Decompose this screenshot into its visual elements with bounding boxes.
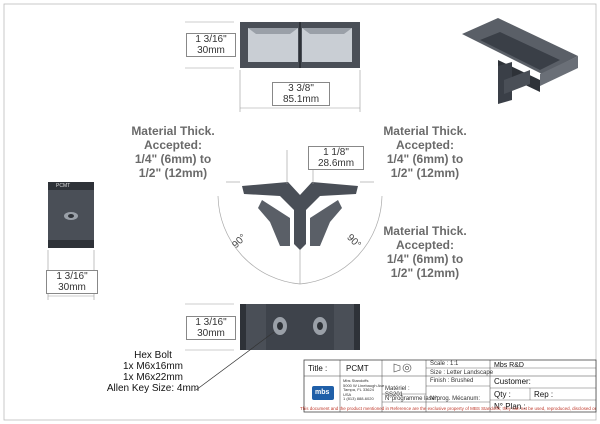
left-height-imperial: 1 3/16" bbox=[56, 271, 88, 282]
title-block bbox=[303, 359, 597, 413]
bottom-view bbox=[185, 303, 360, 391]
hardware-line4: Allen Key Size: 4mm bbox=[106, 383, 200, 394]
material-left-line3: 1/4" (6mm) to bbox=[134, 152, 212, 166]
mbs-logo-mark bbox=[312, 386, 334, 400]
bottom-height-dimension: 1 3/16" 30mm bbox=[186, 316, 236, 340]
material-rb-line2: Accepted: bbox=[395, 238, 454, 252]
top-height-imperial: 1 3/16" bbox=[195, 34, 227, 45]
material-rb-line1: Material Thick. bbox=[383, 224, 467, 238]
isometric-view bbox=[462, 18, 578, 104]
gap-dimension: 1 1/8" 28.6mm bbox=[308, 146, 364, 170]
top-width-dimension: 3 3/8" 85.1mm bbox=[272, 82, 330, 106]
bottom-height-imperial: 1 3/16" bbox=[195, 317, 227, 328]
material-rt-line4: 1/2" (12mm) bbox=[390, 166, 460, 180]
material-left-line1: Material Thick. bbox=[131, 124, 215, 138]
laser-program-label: N°programme laser: bbox=[385, 396, 439, 402]
hardware-note: Hex Bolt 1x M6x16mm 1x M6x22mm Allen Key… bbox=[98, 350, 208, 394]
top-height-metric: 30mm bbox=[197, 45, 225, 56]
material-value: SS201 bbox=[385, 392, 404, 398]
mbs-logo-text: mbs bbox=[315, 389, 330, 396]
title-value: PCMT bbox=[346, 364, 369, 373]
material-rt-line3: 1/4" (6mm) to bbox=[386, 152, 464, 166]
confidentiality-note: This document and the product mentioned … bbox=[300, 406, 596, 411]
top-width-metric: 85.1mm bbox=[282, 94, 320, 105]
projection-symbol-icon bbox=[402, 363, 412, 373]
address-line1: Mbs Standoffs bbox=[343, 378, 369, 383]
address-line2: 5000 W Linebaugh Ave bbox=[343, 382, 385, 388]
address-line3: Tampa, FL 33624 bbox=[343, 387, 374, 392]
company-name: Mbs R&D bbox=[494, 362, 524, 369]
customer-label: Customer: bbox=[494, 377, 531, 386]
top-view bbox=[185, 21, 361, 112]
top-width-imperial: 3 3/8" bbox=[288, 83, 314, 94]
left-height-metric: 30mm bbox=[58, 282, 86, 293]
material-rb-line3: 1/4" (6mm) to bbox=[386, 252, 464, 266]
top-height-dimension: 1 3/16" 30mm bbox=[186, 33, 236, 57]
size-field: Size : Letter Landscape bbox=[430, 370, 494, 376]
finish-field: Finish : Brushed bbox=[430, 378, 474, 384]
front-view bbox=[217, 150, 383, 285]
material-rt-line1: Material Thick. bbox=[383, 124, 467, 138]
plan-number-label: N° Plan : bbox=[494, 402, 526, 411]
mecanum-program-label: N°prog. Mécanum: bbox=[430, 396, 481, 402]
left-side-view bbox=[47, 182, 95, 300]
material-label: Matériel : bbox=[385, 386, 410, 392]
material-thickness-left: Material Thick. Accepted: 1/4" (6mm) to … bbox=[118, 124, 228, 180]
hardware-line2: 1x M6x16mm bbox=[122, 361, 183, 372]
bottom-height-metric: 30mm bbox=[197, 328, 225, 339]
company-address: Mbs Standoffs 5000 W Linebaugh Ave Tampa… bbox=[343, 378, 385, 402]
qty-label: Qty : bbox=[494, 390, 511, 399]
material-thickness-right-top: Material Thick. Accepted: 1/4" (6mm) to … bbox=[370, 124, 480, 180]
material-rt-line2: Accepted: bbox=[395, 138, 454, 152]
gap-metric: 28.6mm bbox=[317, 158, 355, 169]
material-rb-line4: 1/2" (12mm) bbox=[390, 266, 460, 280]
hardware-line1: Hex Bolt bbox=[134, 350, 172, 361]
gap-imperial: 1 1/8" bbox=[323, 147, 349, 158]
scale-field: Scale : 1:1 bbox=[430, 361, 459, 367]
rep-label: Rep : bbox=[534, 390, 554, 399]
part-stamp: PCMT bbox=[56, 183, 71, 189]
material-left-line4: 1/2" (12mm) bbox=[138, 166, 208, 180]
left-height-dimension: 1 3/16" 30mm bbox=[46, 270, 98, 294]
material-left-line2: Accepted: bbox=[143, 138, 202, 152]
address-line4: USA bbox=[343, 391, 352, 397]
address-line5: 1 (813) 888-6020 bbox=[343, 396, 374, 401]
material-thickness-right-bottom: Material Thick. Accepted: 1/4" (6mm) to … bbox=[370, 224, 480, 280]
title-label: Title : bbox=[308, 364, 328, 373]
hardware-line3: 1x M6x22mm bbox=[122, 372, 183, 383]
